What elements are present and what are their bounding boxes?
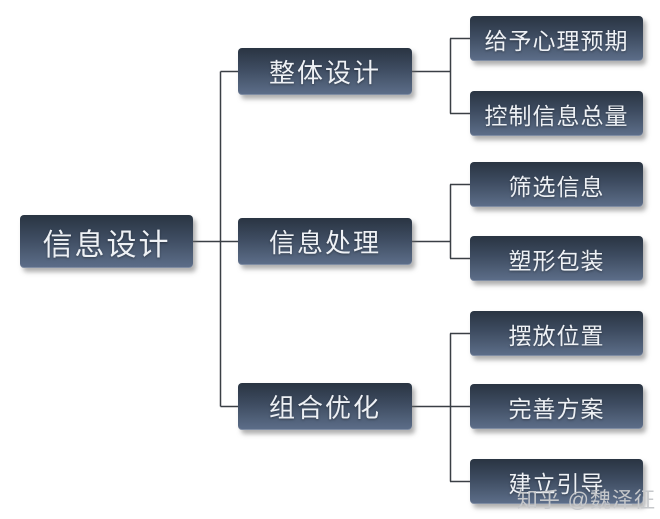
connector-path	[193, 37, 470, 483]
node-perfect-plan: 完善方案	[470, 384, 643, 429]
node-overall-design: 整体设计	[238, 48, 412, 95]
node-shape-packaging: 塑形包装	[470, 236, 643, 281]
node-give-psychological-expectation: 给予心理预期	[470, 16, 643, 61]
zhihu-watermark: 知乎 @魏泽征	[516, 489, 656, 512]
node-control-information-volume: 控制信息总量	[470, 91, 643, 136]
node-information-processing: 信息处理	[238, 218, 412, 265]
node-establish-guidance: 建立引导	[470, 459, 643, 504]
node-filter-information: 筛选信息	[470, 162, 643, 207]
node-placement-position: 摆放位置	[470, 311, 643, 356]
node-information-design: 信息设计	[20, 215, 193, 268]
node-combination-optimization: 组合优化	[238, 383, 412, 430]
